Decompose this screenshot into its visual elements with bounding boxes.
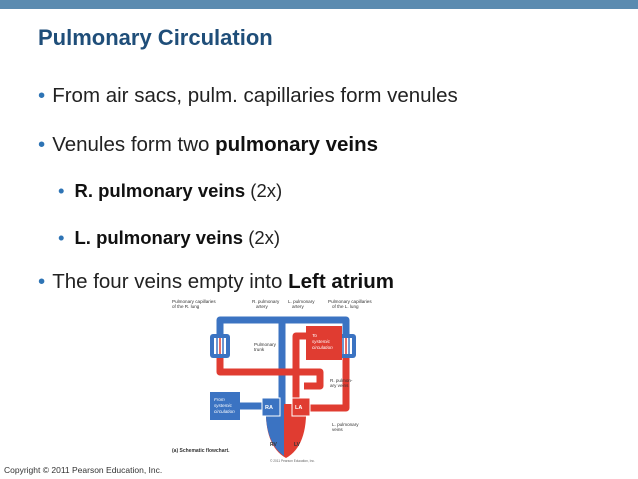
left-pulmonary-artery — [282, 316, 350, 334]
heart — [261, 397, 311, 458]
aorta-vessel — [292, 332, 306, 414]
sub-bullet-2-suffix: (2x) — [243, 227, 281, 248]
label-to-sys-1: To — [312, 333, 317, 338]
slide-copyright: Copyright © 2011 Pearson Education, Inc. — [4, 465, 163, 475]
label-from-sys-2: systemic — [214, 403, 233, 408]
bullet-dot: • — [38, 270, 46, 293]
bullet-3-bold: Left atrium — [288, 270, 394, 293]
bullet-dot: • — [38, 84, 46, 107]
label-lpa-1: L. pulmonary — [288, 299, 315, 304]
oxygenated-vessels — [216, 332, 350, 414]
sub-bullet-1-suffix: (2x) — [245, 180, 283, 201]
figure-copyright: © 2011 Pearson Education, Inc. — [270, 459, 315, 463]
label-pcap-l-2: of the L. lung — [332, 304, 359, 309]
label-ra: RA — [265, 405, 273, 411]
label-pcap-r-2: of the R. lung — [172, 304, 200, 309]
sub-bullet-2: • L. pulmonary veins (2x) — [58, 227, 280, 249]
slide-title: Pulmonary Circulation — [38, 25, 273, 50]
label-rpa-1: R. pulmonary — [252, 299, 280, 304]
left-pulmonary-veins — [304, 358, 350, 412]
bullet-dot: • — [58, 227, 65, 248]
label-rpv-1: R. pulmon- — [330, 378, 353, 383]
figure-caption: (a) Schematic flowchart. — [172, 448, 230, 454]
label-trunk-2: trunk — [254, 347, 265, 352]
label-to-sys-3: circulation — [312, 345, 333, 350]
top-accent-bar — [0, 0, 638, 9]
label-rpv-2: ary veins — [330, 383, 349, 388]
sub-bullet-2-bold: L. pulmonary veins — [74, 227, 244, 248]
label-lpa-2: artery — [292, 304, 304, 309]
sub-bullet-1: • R. pulmonary veins (2x) — [58, 180, 282, 202]
from-systemic-box — [210, 392, 240, 420]
bullet-2-text: Venules form two — [52, 133, 216, 156]
label-lv: LV — [294, 442, 301, 448]
bullet-1-text: From air sacs, pulm. capillaries form ve… — [52, 84, 458, 107]
label-rpa-2: artery — [256, 304, 268, 309]
sub-bullet-1-bold: R. pulmonary veins — [74, 180, 246, 201]
right-pulmonary-veins — [216, 358, 324, 390]
pulmonary-circulation-diagram: Pulmonary capillaries of the R. lung R. … — [172, 299, 372, 463]
label-from-sys-3: circulation — [214, 409, 235, 414]
label-lpv-1: L. pulmonary — [332, 422, 359, 427]
label-la: LA — [295, 405, 302, 411]
label-from-sys-1: From — [214, 397, 225, 402]
label-pcap-r-1: Pulmonary capillaries — [172, 299, 216, 304]
label-pcap-l-1: Pulmonary capillaries — [328, 299, 372, 304]
bullet-2-bold: pulmonary veins — [215, 133, 379, 156]
label-trunk-1: Pulmonary — [254, 342, 277, 347]
right-lung-capillaries — [210, 334, 230, 358]
bullet-dot: • — [38, 133, 46, 156]
left-atrium — [291, 397, 311, 417]
bullet-dot: • — [58, 180, 65, 201]
label-to-sys-2: systemic — [312, 339, 331, 344]
bullet-2: • Venules form two pulmonary veins — [38, 133, 378, 157]
right-atrium — [261, 397, 281, 417]
bullet-3-text: The four veins empty into — [52, 270, 289, 293]
bullet-1: • From air sacs, pulm. capillaries form v… — [38, 84, 458, 108]
to-systemic-box — [306, 326, 342, 360]
bullet-3: • The four veins empty into Left atrium — [38, 270, 394, 294]
label-lpv-2: veins — [332, 427, 343, 432]
label-rv: RV — [270, 442, 278, 448]
right-pulmonary-artery — [216, 316, 286, 414]
